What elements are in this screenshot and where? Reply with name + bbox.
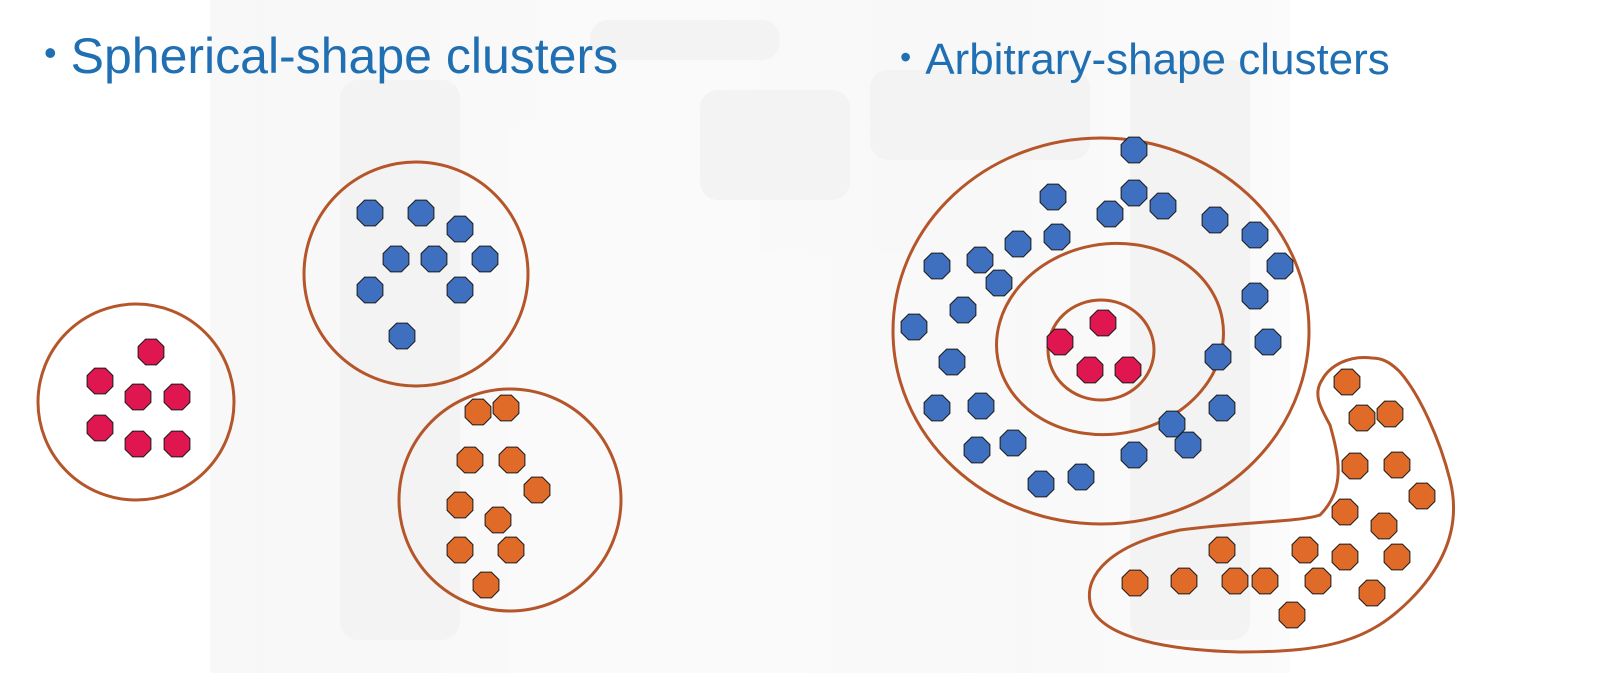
orange-point-icon [1121,569,1149,597]
blue-point-icon [1149,192,1177,220]
orange-point-icon [464,398,492,426]
magenta-point-icon [124,430,152,458]
blue-point-icon [356,276,384,304]
orange-point-icon [1383,543,1411,571]
magenta-point-icon [163,430,191,458]
orange-point-icon [1383,451,1411,479]
magenta-point-icon [124,383,152,411]
blue-point-icon [900,313,928,341]
blue-point-icon [949,296,977,324]
blue-point-icon [1266,252,1294,280]
orange-point-icon [1408,482,1436,510]
magenta-point-icon [1076,356,1104,384]
orange-point-icon [1304,567,1332,595]
blue-point-icon [938,348,966,376]
orange-point-icon [1341,452,1369,480]
blue-point-icon [1043,223,1071,251]
blue-point-icon [966,246,994,274]
watermark-shape [590,20,780,60]
blue-point-icon [923,394,951,422]
blue-point-icon [420,245,448,273]
blue-point-icon [1208,394,1236,422]
ring-outer-outline [891,136,1311,526]
blue-point-icon [388,322,416,350]
orange-point-icon [472,571,500,599]
magenta-point-icon [86,414,114,442]
heading-arbitrary-clusters: • Arbitrary-shape clusters [900,28,1390,89]
ring-inner-outline [995,241,1225,437]
blue-point-icon [1201,206,1229,234]
blue-point-icon [963,436,991,464]
orange-point-icon [1348,404,1376,432]
core-cluster-outline [1046,298,1156,402]
blue-point-icon [1027,470,1055,498]
magenta-point-icon [1046,328,1074,356]
banana-cluster-outline [1087,355,1456,654]
orange-point-icon [446,536,474,564]
blue-point-icon [985,269,1013,297]
heading-spherical-clusters: • Spherical-shape clusters [44,24,618,85]
magenta-point-icon [1114,356,1142,384]
orange-point-icon [523,476,551,504]
orange-point-icon [1251,567,1279,595]
orange-point-icon [492,394,520,422]
bullet-icon: • [900,39,912,75]
orange-point-icon [1208,536,1236,564]
blue-point-icon [1241,221,1269,249]
heading-spherical-text: Spherical-shape clusters [70,28,619,84]
orange-point-icon [498,446,526,474]
orange-point-icon [1331,498,1359,526]
blue-point-icon [407,199,435,227]
magenta-point-icon [137,338,165,366]
orange-point-icon [484,506,512,534]
magenta-point-icon [86,367,114,395]
blue-point-icon [999,429,1027,457]
cluster-points [86,136,1436,629]
orange-point-icon [1221,567,1249,595]
orange-point-icon [1278,601,1306,629]
blue-point-icon [1039,183,1067,211]
blue-point-icon [923,252,951,280]
spherical-cluster-orange-outline [397,387,623,613]
orange-point-icon [1376,400,1404,428]
blue-point-icon [382,245,410,273]
orange-point-icon [456,446,484,474]
blue-point-icon [1158,410,1186,438]
blue-point-icon [1096,200,1124,228]
watermark-shape [870,70,1090,160]
blue-point-icon [1004,230,1032,258]
spherical-cluster-magenta-outline [36,302,236,502]
blue-point-icon [446,215,474,243]
heading-arbitrary-text: Arbitrary-shape clusters [925,35,1390,84]
cluster-outlines [36,136,1456,654]
watermark-shape [700,90,850,200]
spherical-cluster-blue-outline [302,160,530,388]
blue-point-icon [1254,328,1282,356]
orange-point-icon [1331,543,1359,571]
blue-point-icon [1120,136,1148,164]
orange-point-icon [497,536,525,564]
blue-point-icon [446,276,474,304]
orange-point-icon [1358,579,1386,607]
blue-point-icon [1204,343,1232,371]
orange-point-icon [1291,536,1319,564]
blue-point-icon [471,245,499,273]
blue-point-icon [1174,431,1202,459]
blue-point-icon [967,392,995,420]
watermark-shape [340,80,460,640]
blue-point-icon [1120,441,1148,469]
magenta-point-icon [1089,309,1117,337]
orange-point-icon [1333,368,1361,396]
blue-point-icon [1241,282,1269,310]
orange-point-icon [1370,512,1398,540]
blue-point-icon [356,199,384,227]
orange-point-icon [1170,567,1198,595]
blue-point-icon [1067,463,1095,491]
bullet-icon: • [44,32,57,73]
magenta-point-icon [163,383,191,411]
blue-point-icon [1120,179,1148,207]
orange-point-icon [446,491,474,519]
